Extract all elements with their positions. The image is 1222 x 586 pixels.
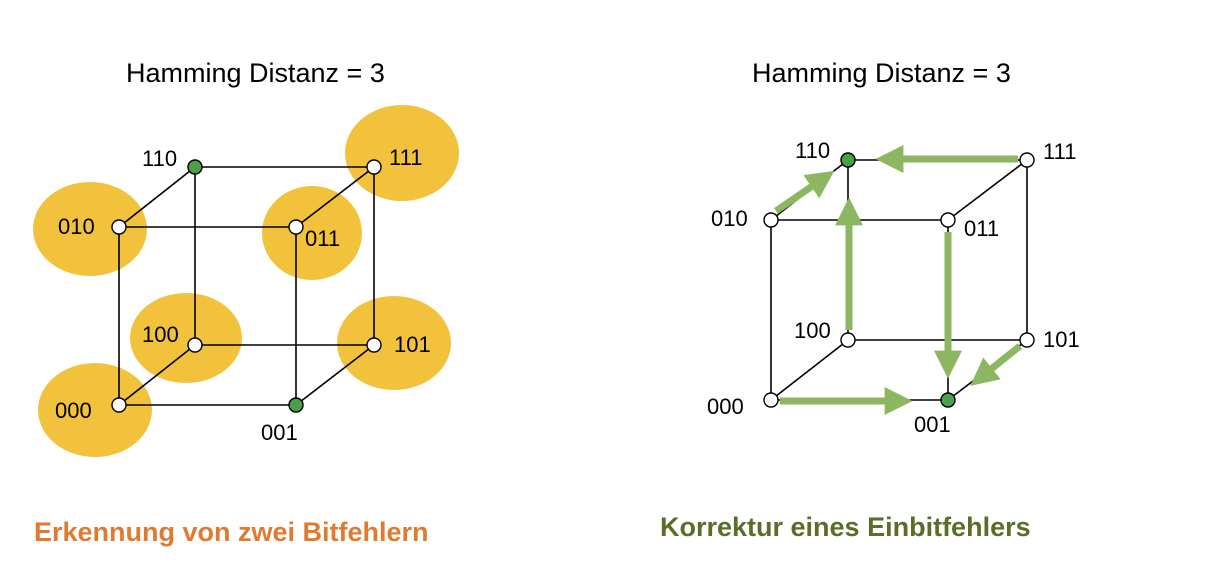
node-001 [288, 397, 304, 413]
node-010 [111, 219, 127, 235]
node-001 [940, 392, 956, 408]
blob-100 [130, 293, 242, 383]
node-100 [840, 332, 856, 348]
right-nodes [763, 152, 1035, 408]
node-101 [1019, 332, 1035, 348]
edge-001-101 [295, 344, 375, 406]
right-arrows [774, 145, 1023, 415]
label-010: 010 [58, 214, 95, 239]
edge-010-110 [118, 166, 196, 228]
node-111 [1019, 152, 1035, 168]
label-100: 100 [142, 322, 179, 347]
label-110: 110 [795, 138, 830, 163]
left-cube-edges [118, 166, 375, 406]
label-001: 001 [261, 420, 298, 445]
label-101: 101 [394, 332, 431, 357]
label-101: 101 [1043, 327, 1080, 352]
label-011: 011 [964, 216, 999, 241]
label-110: 110 [142, 146, 177, 171]
node-110 [187, 159, 203, 175]
edge-000-100 [770, 339, 849, 401]
right-caption: Korrektur eines Einbitfehlers [660, 512, 1031, 542]
node-010 [763, 212, 779, 228]
left-caption: Erkennung von zwei Bitfehlern [34, 517, 429, 547]
blob-011 [262, 186, 362, 280]
blob-101 [337, 296, 451, 390]
label-001: 001 [914, 412, 951, 437]
label-100: 100 [794, 318, 831, 343]
label-111: 111 [389, 145, 422, 170]
right-diagram: Hamming Distanz = 3 [707, 58, 1080, 437]
edge-000-100 [118, 344, 196, 406]
node-011 [940, 212, 956, 228]
label-010: 010 [711, 206, 748, 231]
edge-011-111 [295, 166, 375, 228]
right-cube-edges [770, 159, 1028, 401]
label-111: 111 [1043, 139, 1076, 164]
node-000 [763, 392, 779, 408]
left-node-labels: 110 111 010 011 100 101 000 001 [55, 145, 431, 445]
node-100 [187, 337, 203, 353]
node-110 [840, 152, 856, 168]
label-011: 011 [305, 226, 340, 251]
right-node-labels: 110 111 010 011 100 101 000 001 [707, 138, 1080, 437]
arrow-101-to-001 [970, 343, 1023, 386]
left-nodes [111, 159, 382, 413]
node-011 [288, 219, 304, 235]
right-title: Hamming Distanz = 3 [752, 58, 1011, 88]
left-blobs [33, 105, 459, 457]
node-000 [111, 397, 127, 413]
blob-000 [38, 363, 152, 457]
label-000: 000 [55, 398, 92, 423]
label-000: 000 [707, 394, 744, 419]
node-111 [366, 159, 382, 175]
edge-011-111 [947, 159, 1028, 221]
left-diagram: Hamming Distanz = 3 [33, 58, 459, 457]
node-101 [366, 337, 382, 353]
arrow-010-to-110 [774, 170, 835, 214]
left-title: Hamming Distanz = 3 [126, 58, 385, 88]
